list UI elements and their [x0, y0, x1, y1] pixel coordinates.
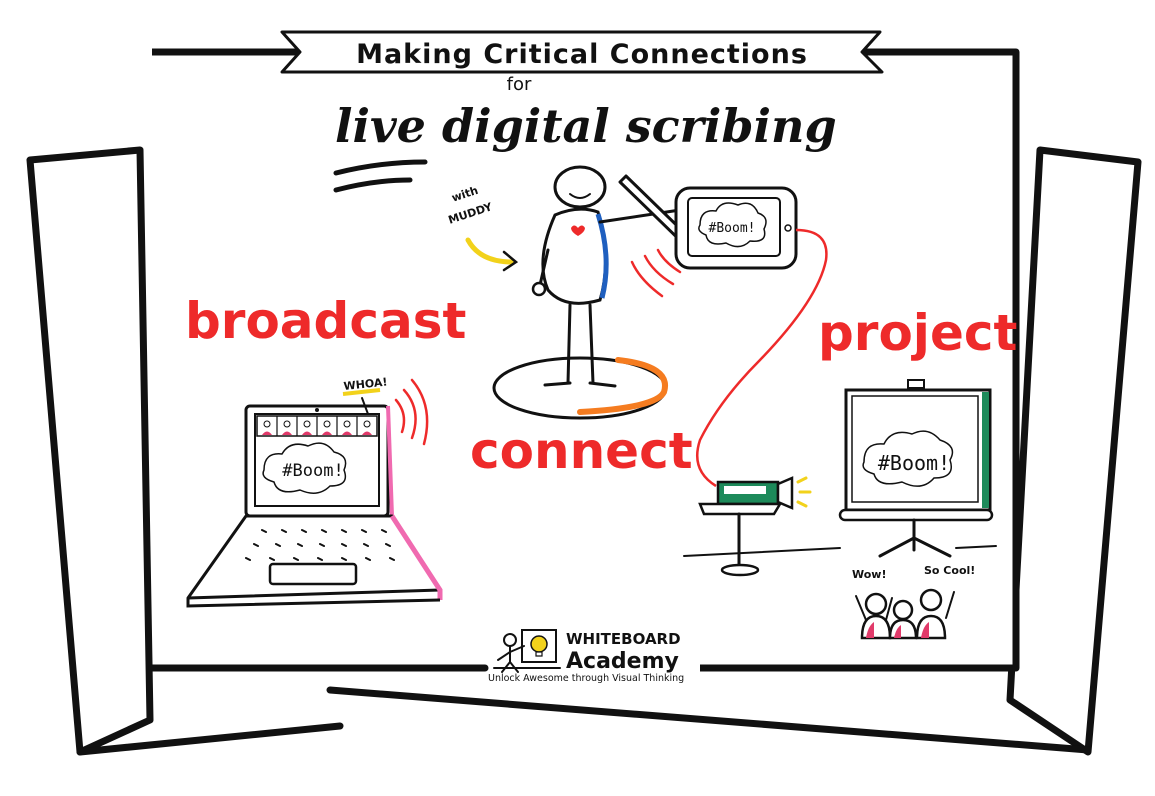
- banner-for: for: [507, 74, 532, 95]
- subtitle-underline: [333, 159, 428, 193]
- laptop-keys: [245, 529, 395, 561]
- figure-hand-left: [531, 281, 547, 297]
- tablet-icon: #Boom!: [630, 186, 798, 298]
- screen-roll: [838, 508, 994, 522]
- projector-light: [796, 476, 812, 508]
- whoa-pointer: [361, 397, 369, 415]
- banner-ribbon: [280, 30, 884, 74]
- figure-legs: [566, 303, 595, 385]
- laptop-base-bottom: [186, 598, 441, 608]
- figure-heart: [571, 225, 585, 236]
- tablet-boom: #Boom!: [709, 221, 756, 236]
- label-project: project: [818, 304, 1017, 362]
- figure-smile: [569, 193, 591, 199]
- subtitle: live digital scribing: [335, 99, 837, 153]
- laptop-cloud: [262, 442, 347, 494]
- projector-icon: [698, 476, 812, 577]
- laptop-sound-waves: [394, 378, 429, 446]
- screen-cloud: [862, 430, 954, 487]
- whoa-underline: [342, 388, 381, 396]
- whiteboard-academy-logo: WHITEBOARD Academy Unlock Awesome throug…: [488, 629, 684, 684]
- video-call-tiles: [256, 415, 378, 437]
- stick-figure-icon: [492, 165, 682, 420]
- logo-line2: Academy: [566, 649, 679, 674]
- label-broadcast: broadcast: [185, 292, 466, 350]
- tablet-sound-waves: [630, 248, 682, 298]
- arrow-icon: [465, 237, 515, 265]
- floor-oval-accent: [577, 357, 668, 415]
- logo-tagline: Unlock Awesome through Visual Thinking: [488, 673, 684, 684]
- laptop-camera: [315, 408, 319, 412]
- back-sheet-right: [1006, 146, 1142, 756]
- screen-side-accent: [982, 392, 989, 508]
- label-connect: connect: [470, 422, 693, 480]
- projector-table: [698, 502, 783, 516]
- figure-head: [553, 165, 607, 209]
- annotation-wow: Wow!: [852, 568, 886, 581]
- projection-screen-icon: #Boom!: [683, 379, 997, 558]
- figure-body: [541, 207, 607, 305]
- back-sheet-left: [26, 146, 154, 756]
- lightbulb-icon: [530, 635, 548, 653]
- projector-lens: [776, 476, 794, 510]
- projector-boom: #Boom!: [878, 451, 950, 475]
- tablet-cloud: [698, 202, 767, 248]
- annotation-so-cool: So Cool!: [924, 564, 975, 577]
- title-banner: Making Critical Connections for: [280, 30, 884, 95]
- laptop-trackpad: [268, 562, 358, 586]
- laptop-boom: #Boom!: [282, 461, 343, 481]
- projector-stand-base: [720, 563, 760, 577]
- figure-arm-left: [538, 248, 550, 287]
- projector-highlight: [724, 486, 766, 494]
- logo-line1: WHITEBOARD: [566, 630, 681, 648]
- figure-arm-right: [598, 208, 682, 224]
- subtitle-group: live digital scribing: [333, 99, 837, 193]
- cable-line: [696, 228, 828, 488]
- arrow-head: [502, 250, 519, 272]
- back-sheet-bottom: [76, 686, 1092, 756]
- tablet-button: [784, 224, 792, 232]
- banner-title: Making Critical Connections: [356, 39, 808, 70]
- audience-icon: Wow! So Cool!: [852, 564, 975, 640]
- laptop-lid-edge: [386, 405, 394, 517]
- screen-top-hook: [907, 379, 925, 389]
- laptop-icon: #Boom!: [186, 404, 443, 608]
- laptop-base-edge: [389, 514, 443, 600]
- floor-line: [683, 545, 997, 557]
- figure-feet: [543, 381, 617, 388]
- screen-tripod: [878, 518, 952, 558]
